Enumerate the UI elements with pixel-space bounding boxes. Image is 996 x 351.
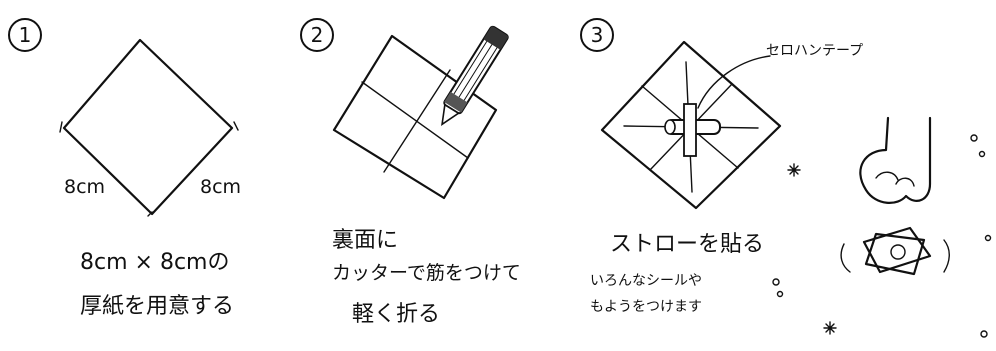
spinning-card-icon [840,226,950,276]
step-3-panel: 3 セ [580,0,996,351]
attach-straw-diagram [600,40,992,338]
dimension-label-right: 8cm [200,176,242,198]
step-3-caption-line-2: いろんなシールや [590,273,702,289]
score-and-fold-diagram [332,25,509,200]
tape-leader-line [697,55,771,109]
hand-spinning-icon [859,116,932,204]
tape-label: セロハンテープ [766,43,864,59]
sparkle-icon [772,134,992,338]
cardboard-square-diagram [59,38,239,217]
step-2-panel: 2 裏面に カッターで筋をつけて 軽く折る [300,0,580,351]
step-1-panel: 1 8cm 8cm 8cm × 8cmの 厚紙を用意する [0,0,300,351]
folded-card-outline [600,40,782,210]
score-line-2 [383,69,451,173]
step-3-caption-line-3: もようをつけます [590,299,702,315]
step-2-caption-line-1: 裏面に [332,228,399,253]
score-line-1 [361,81,469,159]
dimension-label-left: 8cm [64,176,106,198]
straw-with-tape-icon [664,103,721,157]
step-2-caption-line-3: 軽く折る [352,302,441,327]
step-2-caption-line-2: カッターで筋をつけて [332,262,521,284]
step-number-2: 2 [300,18,334,52]
dimension-line-left [59,121,153,217]
cardboard-square-outline [62,38,234,216]
cutter-knife-icon [441,25,509,126]
step-1-caption-line-2: 厚紙を用意する [80,294,235,319]
step-1-caption-line-1: 8cm × 8cmの [80,250,230,275]
step-3-caption-line-1: ストローを貼る [610,232,765,257]
step-number-1: 1 [8,18,42,52]
step-number-3: 3 [580,18,614,52]
dimension-line-right [233,121,239,131]
